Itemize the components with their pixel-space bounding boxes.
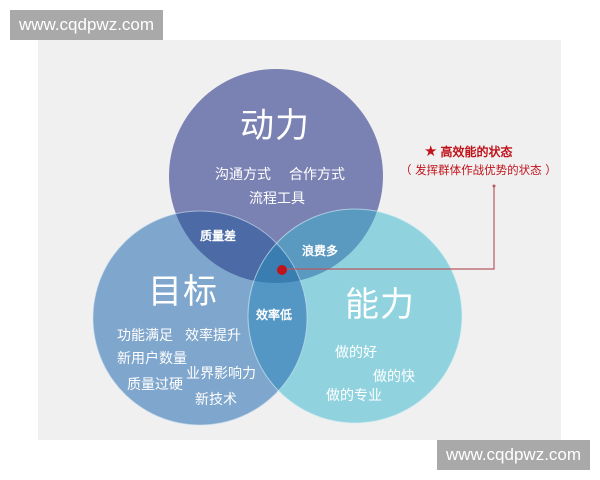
motivation-item: 流程工具 xyxy=(249,191,305,207)
goal-item: 效率提升 xyxy=(185,328,241,344)
intersection-top-right xyxy=(248,209,383,283)
goal-item: 新技术 xyxy=(195,392,237,408)
goal-item: 业界影响力 xyxy=(186,366,256,382)
ability-item: 做的快 xyxy=(373,369,415,385)
motivation-item: 沟通方式 xyxy=(215,167,271,183)
intersection-label-top-left: 质量差 xyxy=(200,229,237,243)
ability-item: 做的专业 xyxy=(326,388,382,404)
circle-title-ability: 能力 xyxy=(345,285,415,325)
watermark-top: www.cqdpwz.com xyxy=(10,10,163,40)
watermark-bottom: www.cqdpwz.com xyxy=(437,440,590,470)
ability-item: 做的好 xyxy=(335,345,377,361)
intersection-label-top-right: 浪费多 xyxy=(302,244,339,258)
callout-connector-line xyxy=(283,186,495,270)
goal-item: 新用户数量 xyxy=(117,351,187,367)
goal-item: 功能满足 xyxy=(117,328,173,344)
callout-subtitle: （ 发挥群体作战优势的状态 ） xyxy=(400,163,557,177)
goal-item: 质量过硬 xyxy=(127,377,183,393)
intersection-top-left xyxy=(169,211,307,283)
circle-title-goal: 目标 xyxy=(148,272,218,312)
callout-connector-end xyxy=(492,184,496,188)
motivation-item: 合作方式 xyxy=(289,167,345,183)
center-marker-dot xyxy=(277,265,287,275)
star-icon: ★ xyxy=(424,142,438,160)
callout-title-text: 高效能的状态 xyxy=(440,145,513,159)
intersection-label-left-right: 效率低 xyxy=(256,308,293,322)
callout-title: ★高效能的状态 xyxy=(424,142,512,160)
circle-title-motivation: 动力 xyxy=(240,106,310,146)
